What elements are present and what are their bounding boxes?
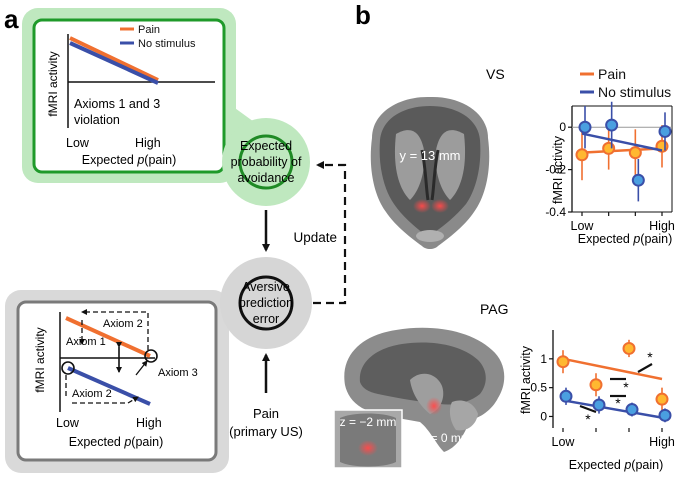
panel-b-label: b bbox=[355, 0, 371, 30]
bottom-inset-frame bbox=[16, 300, 218, 462]
data-point-pain bbox=[622, 341, 636, 355]
vs-title: VS bbox=[486, 66, 505, 82]
significance-star: * bbox=[585, 411, 591, 427]
vs-xlabel: Expected p(pain) bbox=[578, 232, 673, 246]
x-tick-label: High bbox=[649, 435, 675, 449]
bottom-inset-axiom3: Axiom 3 bbox=[158, 367, 198, 379]
legend-nostim-label: No stimulus bbox=[598, 84, 671, 100]
significance-star: * bbox=[615, 395, 621, 411]
data-point-nostim bbox=[658, 124, 672, 138]
top-inset-violation-2: violation bbox=[74, 113, 120, 127]
significance-star: * bbox=[623, 379, 629, 395]
bottom-inset-tick-high: High bbox=[136, 416, 162, 430]
significance-bar bbox=[579, 404, 597, 414]
significance-star: * bbox=[647, 349, 653, 365]
top-inset-xlabel: Expected p(pain) bbox=[82, 153, 177, 167]
x-tick-label: High bbox=[649, 219, 675, 233]
data-point-pain bbox=[575, 148, 589, 162]
y-tick-label: 0 bbox=[559, 120, 566, 134]
prediction-error-node: Aversive prediction error bbox=[220, 257, 312, 349]
x-tick-label: Low bbox=[552, 435, 576, 449]
data-point-nostim bbox=[592, 398, 606, 412]
vs-chart: fMRI activity Expected p(pain) 0 -0.2 -0.4… bbox=[545, 101, 675, 246]
bottom-inset-high-marker bbox=[144, 349, 158, 363]
axiom2-bottom-arrow bbox=[72, 396, 139, 404]
update-label: Update bbox=[293, 230, 337, 245]
y-tick-label: -0.2 bbox=[545, 163, 566, 177]
y-tick-label: 0.5 bbox=[530, 381, 547, 395]
top-inset-legend-nostim: No stimulus bbox=[138, 38, 196, 50]
top-inset-pain-line bbox=[69, 36, 159, 82]
prediction-node-line-3: error bbox=[253, 312, 279, 326]
data-point-nostim bbox=[578, 120, 592, 134]
top-inset-tick-low: Low bbox=[66, 136, 90, 150]
bottom-inset-xlabel: Expected p(pain) bbox=[69, 435, 164, 449]
pag-brain-image: z = −2 mm x = 0 mm bbox=[333, 327, 505, 469]
bottom-inset-pain-line bbox=[65, 316, 151, 358]
panel-a-label: a bbox=[4, 4, 19, 34]
fit-line-pain bbox=[562, 357, 663, 381]
top-inset-nostim-line bbox=[69, 41, 159, 85]
top-inset-violation-1: Axioms 1 and 3 bbox=[74, 97, 160, 111]
y-tick-label: -0.4 bbox=[545, 205, 566, 219]
axiom2-top-arrow bbox=[81, 309, 149, 350]
data-point-pain bbox=[628, 146, 642, 160]
bottom-inset-axiom1: Axiom 1 bbox=[66, 336, 106, 348]
pag-coordinate-z: z = −2 mm bbox=[340, 415, 397, 429]
top-inset-legend-pain: Pain bbox=[138, 24, 160, 36]
data-point-pain bbox=[602, 141, 616, 155]
pag-coordinate-x: x = 0 mm bbox=[421, 431, 471, 445]
top-inset-frame bbox=[32, 18, 226, 174]
fit-line-nostim bbox=[562, 399, 663, 419]
data-point-nostim bbox=[658, 408, 672, 422]
prediction-node-line-1: Aversive bbox=[242, 280, 290, 294]
y-tick-label: 0 bbox=[540, 409, 547, 423]
pag-xlabel: Expected p(pain) bbox=[569, 458, 664, 472]
fit-line-pain bbox=[581, 147, 663, 154]
data-point-pain bbox=[655, 392, 669, 406]
expected-probability-node: Expected probability of avoidance bbox=[222, 118, 310, 206]
bottom-inset-axiom2-top: Axiom 2 bbox=[103, 318, 143, 330]
expected-node-line-2: probability of bbox=[231, 155, 302, 169]
top-inset: Pain No stimulus fMRI activity Axioms 1 … bbox=[22, 8, 290, 183]
vs-brain-image: y = 13 mm bbox=[370, 96, 490, 249]
bottom-inset-low-marker bbox=[61, 361, 75, 375]
fit-line-nostim bbox=[581, 132, 663, 152]
top-inset-tick-high: High bbox=[135, 136, 161, 150]
pag-title: PAG bbox=[480, 301, 509, 317]
x-tick-label: Low bbox=[571, 219, 595, 233]
pag-ylabel: fMRI activity bbox=[519, 345, 533, 414]
data-point-nostim bbox=[559, 389, 573, 403]
data-point-nostim bbox=[631, 173, 645, 187]
top-inset-ylabel: fMRI activity bbox=[46, 51, 60, 116]
bottom-inset: fMRI activity Axiom 2 Axiom 1 Axiom 3 Ax… bbox=[5, 290, 285, 473]
update-dashed-arrow bbox=[313, 161, 347, 305]
vs-coordinate-label: y = 13 mm bbox=[399, 148, 460, 163]
y-tick-label: 1 bbox=[540, 352, 547, 366]
bottom-inset-tick-low: Low bbox=[56, 416, 80, 430]
pain-input-sublabel: (primary US) bbox=[229, 424, 303, 439]
vs-ylabel: fMRI activity bbox=[551, 135, 565, 204]
pain-input-label: Pain bbox=[253, 406, 279, 421]
bottom-inset-ylabel: fMRI activity bbox=[33, 327, 47, 392]
data-point-nostim bbox=[605, 118, 619, 132]
prediction-node-line-2: prediction bbox=[239, 296, 293, 310]
expected-node-line-1: Expected bbox=[240, 139, 292, 153]
bottom-inset-axiom2-bottom: Axiom 2 bbox=[72, 388, 112, 400]
data-point-pain bbox=[556, 355, 570, 369]
significance-bar bbox=[637, 363, 653, 373]
axiom3-arrow bbox=[135, 360, 148, 376]
expected-node-line-3: avoidance bbox=[238, 171, 295, 185]
data-point-pain bbox=[589, 378, 603, 392]
data-point-nostim bbox=[625, 403, 639, 417]
legend-pain-label: Pain bbox=[598, 66, 626, 82]
